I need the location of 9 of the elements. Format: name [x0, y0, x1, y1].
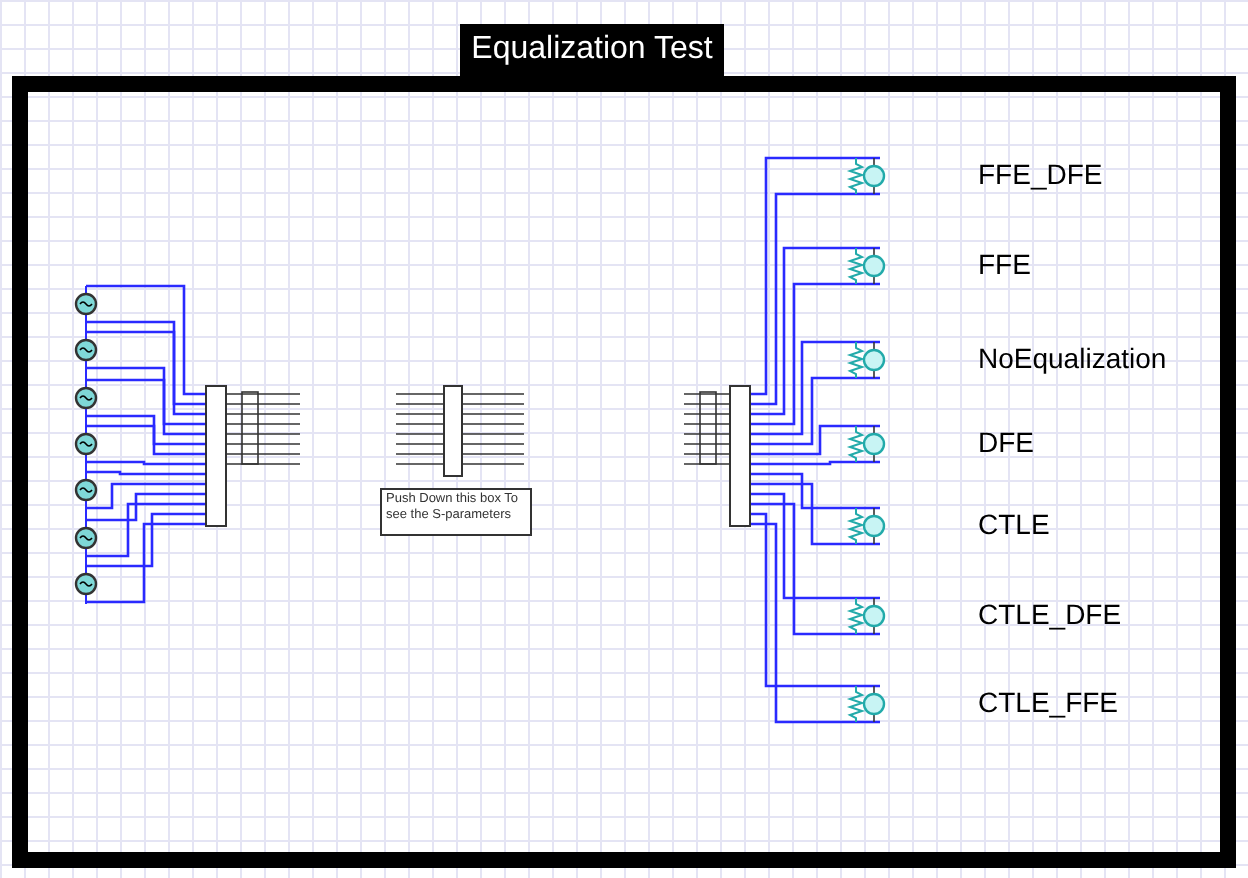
- probe-label: CTLE_DFE: [978, 598, 1122, 630]
- probe-label: FFE_DFE: [978, 158, 1103, 190]
- probe-label: CTLE_FFE: [978, 686, 1119, 718]
- probe-label: DFE: [978, 426, 1034, 458]
- probe-label: NoEqualization: [978, 342, 1167, 374]
- probe-label: CTLE: [978, 508, 1050, 540]
- note-box: [380, 488, 532, 536]
- probe-label: FFE: [978, 248, 1031, 280]
- diagram-title: Equalization Test: [460, 24, 724, 76]
